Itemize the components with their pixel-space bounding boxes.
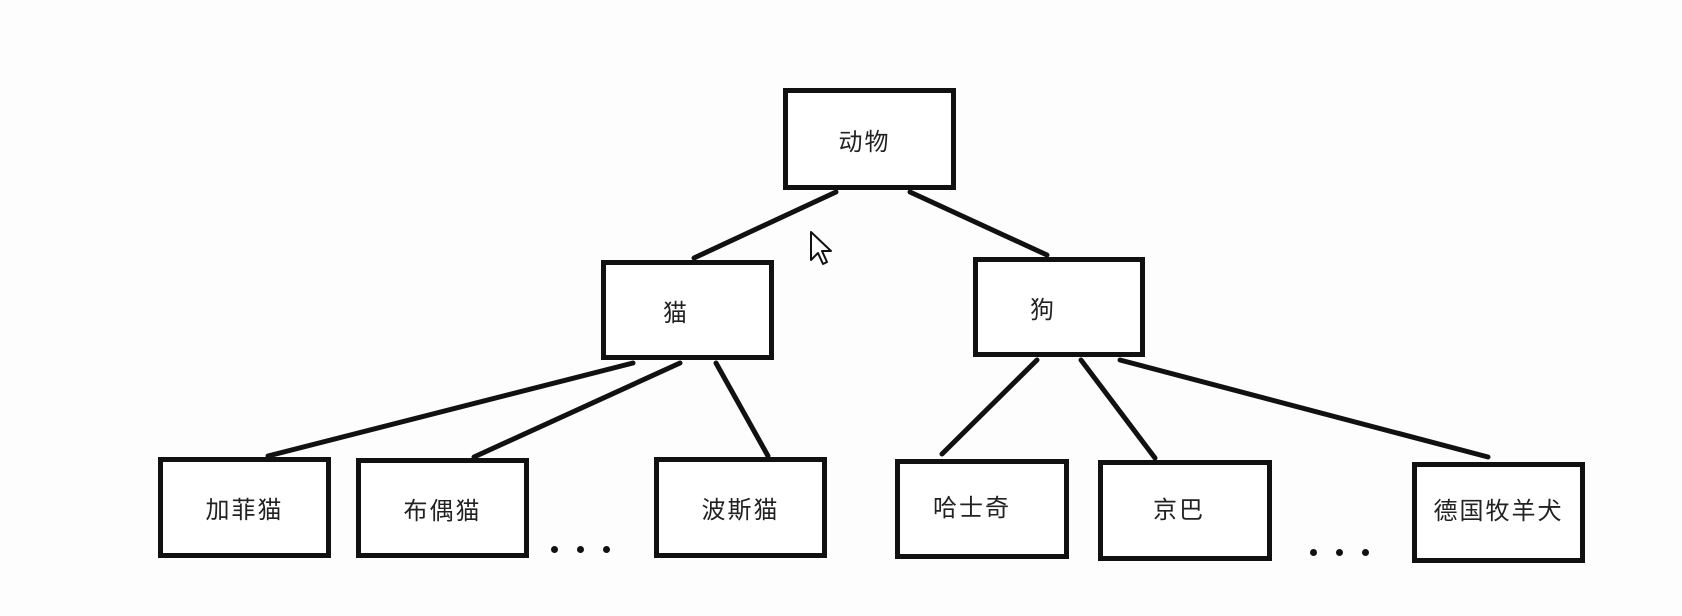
node-cat: 猫 (601, 260, 774, 360)
node-ragdoll-cat: 布偶猫 (356, 458, 529, 558)
edge-dog-husky (939, 357, 1040, 457)
node-pekingese: 京巴 (1098, 460, 1272, 561)
ellipsis-dot (551, 546, 558, 553)
edge-cat-persian (713, 360, 771, 459)
edge-dog-pekingese (1078, 357, 1158, 461)
node-pekingese-label: 京巴 (1153, 496, 1205, 524)
node-german-shepherd-label: 德国牧羊犬 (1433, 497, 1564, 525)
node-dog: 狗 (973, 257, 1145, 357)
ellipsis-dot (1362, 549, 1369, 556)
ellipsis-more-cats (551, 546, 610, 553)
node-animal-label: 动物 (838, 127, 891, 156)
node-garfield-cat-label: 加菲猫 (205, 496, 284, 524)
ellipsis-dot (603, 546, 610, 553)
node-cat-label: 猫 (663, 298, 689, 327)
node-garfield-cat: 加菲猫 (158, 457, 331, 558)
node-ragdoll-cat-label: 布偶猫 (403, 496, 482, 525)
edge-cat-ragdoll (471, 360, 683, 460)
mouse-pointer-icon (810, 231, 832, 265)
node-dog-label: 狗 (1030, 295, 1056, 324)
ellipsis-more-dogs (1310, 549, 1369, 556)
node-german-shepherd: 德国牧羊犬 (1412, 462, 1585, 563)
node-husky: 哈士奇 (895, 459, 1069, 559)
edge-animal-dog (907, 189, 1050, 258)
node-persian-cat: 波斯猫 (654, 457, 827, 558)
edge-dog-shepherd (1117, 357, 1491, 460)
edge-animal-cat (691, 189, 839, 261)
ellipsis-dot (1336, 549, 1343, 556)
node-persian-cat-label: 波斯猫 (701, 496, 780, 524)
ellipsis-dot (577, 546, 584, 553)
node-animal: 动物 (783, 88, 956, 190)
ellipsis-dot (1310, 549, 1317, 556)
node-husky-label: 哈士奇 (933, 493, 1011, 522)
edge-cat-garfield (265, 360, 636, 459)
